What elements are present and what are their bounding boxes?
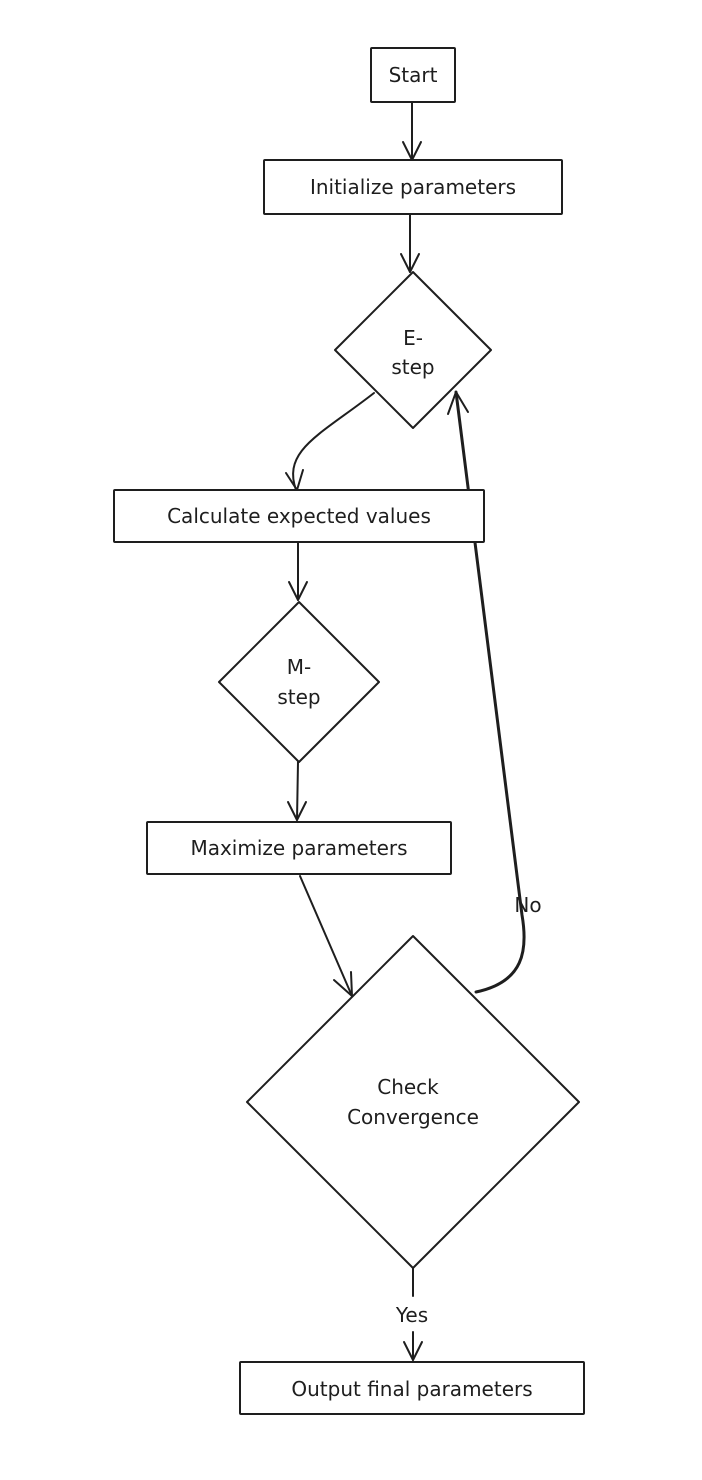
node-e-step: E- step: [334, 271, 492, 429]
node-calculate-expected-values: Calculate expected values: [113, 489, 485, 543]
edge-estep-to-calc: [285, 392, 375, 491]
edge-label-no: No: [514, 893, 541, 917]
node-check-convergence-label-line1: Check: [377, 1075, 439, 1099]
edge-start-to-init: [402, 101, 422, 161]
edge-mstep-to-maximize: [287, 761, 307, 821]
node-initialize-parameters-label: Initialize parameters: [310, 175, 516, 199]
edge-init-to-estep: [400, 213, 420, 273]
edge-maximize-to-check: [299, 875, 353, 997]
node-check-convergence-label-line2: Convergence: [347, 1105, 479, 1129]
edge-calc-to-mstep: [288, 541, 308, 601]
node-start-label: Start: [389, 63, 438, 87]
node-maximize-parameters-label: Maximize parameters: [190, 836, 407, 860]
node-m-step-label-line2: step: [277, 685, 320, 709]
node-calculate-expected-values-label: Calculate expected values: [167, 504, 431, 528]
node-maximize-parameters: Maximize parameters: [146, 821, 452, 875]
node-initialize-parameters: Initialize parameters: [263, 159, 563, 215]
node-m-step: M- step: [218, 601, 380, 763]
edge-check-to-output-yes: [403, 1265, 423, 1361]
edge-label-yes: Yes: [395, 1303, 428, 1327]
node-e-step-label-line1: E-: [403, 326, 423, 350]
node-output-final-parameters: Output final parameters: [239, 1361, 585, 1415]
node-e-step-label-line2: step: [391, 355, 434, 379]
node-start: Start: [370, 47, 456, 103]
node-output-final-parameters-label: Output final parameters: [291, 1377, 532, 1401]
node-check-convergence: Check Convergence: [246, 935, 580, 1269]
edge-check-to-estep-no: [447, 390, 526, 994]
node-m-step-label-line1: M-: [287, 655, 311, 679]
